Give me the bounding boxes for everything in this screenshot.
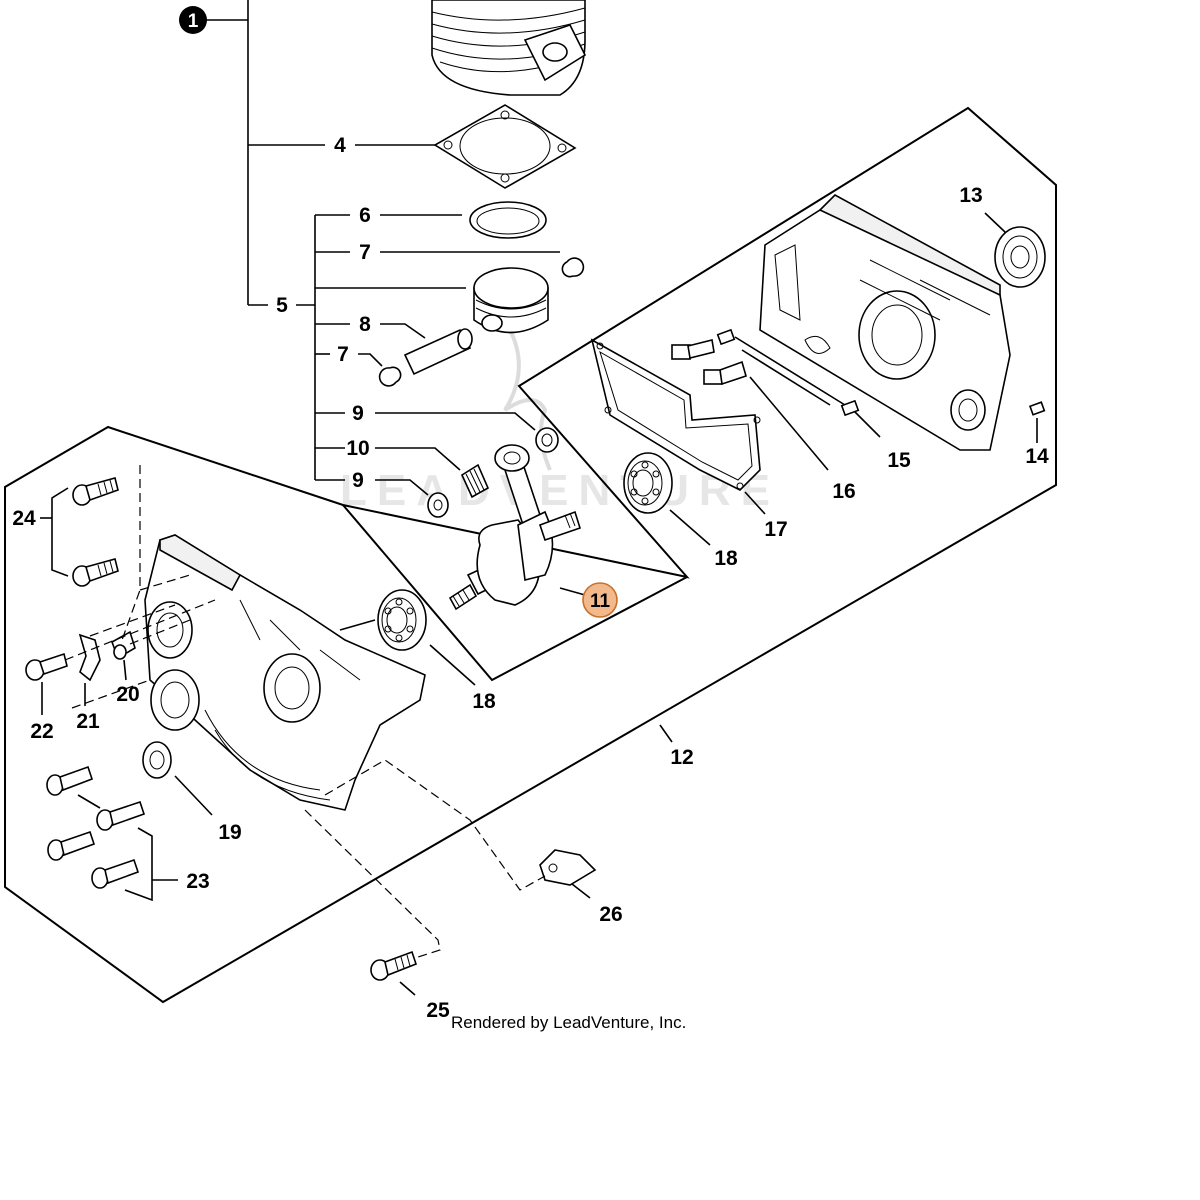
callout-1[interactable]: 1 bbox=[179, 6, 207, 34]
crankcase-right-group-box bbox=[4, 106, 1057, 1004]
cylinder-gasket-part bbox=[433, 104, 577, 189]
piston-ring-part bbox=[469, 201, 547, 239]
callout-13[interactable]: 13 bbox=[959, 184, 982, 207]
callout-8[interactable]: 8 bbox=[359, 313, 371, 336]
crankcase-left-half-part bbox=[144, 534, 426, 811]
callout-17[interactable]: 17 bbox=[764, 518, 787, 541]
callout-6[interactable]: 6 bbox=[359, 204, 371, 227]
crankshaft-part bbox=[448, 444, 581, 611]
piston-part bbox=[473, 267, 549, 334]
render-credit: Rendered by LeadVenture, Inc. bbox=[451, 1013, 686, 1032]
callout-23[interactable]: 23 bbox=[186, 870, 209, 893]
ball-bearing-lower-part bbox=[377, 589, 427, 651]
callout-11-label: 11 bbox=[590, 591, 611, 612]
ball-bearing-13-part bbox=[994, 226, 1046, 288]
callout-25[interactable]: 25 bbox=[426, 999, 450, 1022]
cylinder-part bbox=[431, 0, 587, 96]
circlip-lower-part bbox=[378, 366, 402, 387]
thrust-washer-lower-part bbox=[427, 492, 449, 518]
callout-26[interactable]: 26 bbox=[599, 903, 622, 926]
callout-18-lower[interactable]: 18 bbox=[472, 690, 496, 713]
callout-19[interactable]: 19 bbox=[218, 821, 241, 844]
callout-5[interactable]: 5 bbox=[276, 294, 288, 317]
thrust-washer-upper-part bbox=[535, 427, 559, 453]
leader-lines-right bbox=[429, 212, 1038, 743]
callout-11-highlighted[interactable]: 11 bbox=[582, 582, 618, 618]
callout-16[interactable]: 16 bbox=[832, 480, 855, 503]
leader-lines-left bbox=[40, 487, 591, 996]
callout-22[interactable]: 22 bbox=[30, 720, 53, 743]
callout-21[interactable]: 21 bbox=[76, 710, 100, 733]
callout-10[interactable]: 10 bbox=[346, 437, 369, 460]
assembly-dashed-lines bbox=[64, 465, 546, 959]
dowel-pins-part bbox=[716, 328, 1046, 417]
crankcase-gasket-part bbox=[590, 338, 761, 491]
watermark: LEADVENTURE bbox=[340, 329, 780, 515]
callout-24[interactable]: 24 bbox=[12, 507, 36, 530]
needle-cage-part bbox=[460, 463, 490, 499]
leader-tree-main bbox=[205, 0, 560, 496]
screws-24-part bbox=[72, 477, 119, 587]
callout-15[interactable]: 15 bbox=[887, 449, 911, 472]
callout-20[interactable]: 20 bbox=[116, 683, 139, 706]
callout-7-lower[interactable]: 7 bbox=[337, 343, 349, 366]
screws-16-part bbox=[671, 339, 747, 386]
screw-25-part bbox=[370, 950, 417, 981]
crankshaft-group-box bbox=[342, 504, 688, 682]
callout-9-lower[interactable]: 9 bbox=[352, 469, 364, 492]
callout-14[interactable]: 14 bbox=[1025, 445, 1049, 468]
oil-seal-part bbox=[142, 741, 172, 779]
callout-18-upper[interactable]: 18 bbox=[714, 547, 738, 570]
callout-12[interactable]: 12 bbox=[670, 746, 693, 769]
screw-22-part bbox=[25, 652, 68, 681]
callout-1-label: 1 bbox=[188, 11, 199, 32]
callout-9-upper[interactable]: 9 bbox=[352, 402, 364, 425]
callout-4[interactable]: 4 bbox=[334, 134, 346, 157]
watermark-text: LEADVENTURE bbox=[340, 466, 780, 515]
circlip-upper-part bbox=[561, 257, 585, 278]
piston-pin-part bbox=[403, 328, 473, 376]
callout-7-upper[interactable]: 7 bbox=[359, 241, 371, 264]
ball-bearing-upper-part bbox=[623, 452, 673, 514]
screws-23-part bbox=[46, 765, 146, 889]
clip-26-part bbox=[539, 849, 597, 886]
bracket-21-part bbox=[78, 633, 101, 682]
crankcase-right-half-part bbox=[759, 194, 1011, 451]
